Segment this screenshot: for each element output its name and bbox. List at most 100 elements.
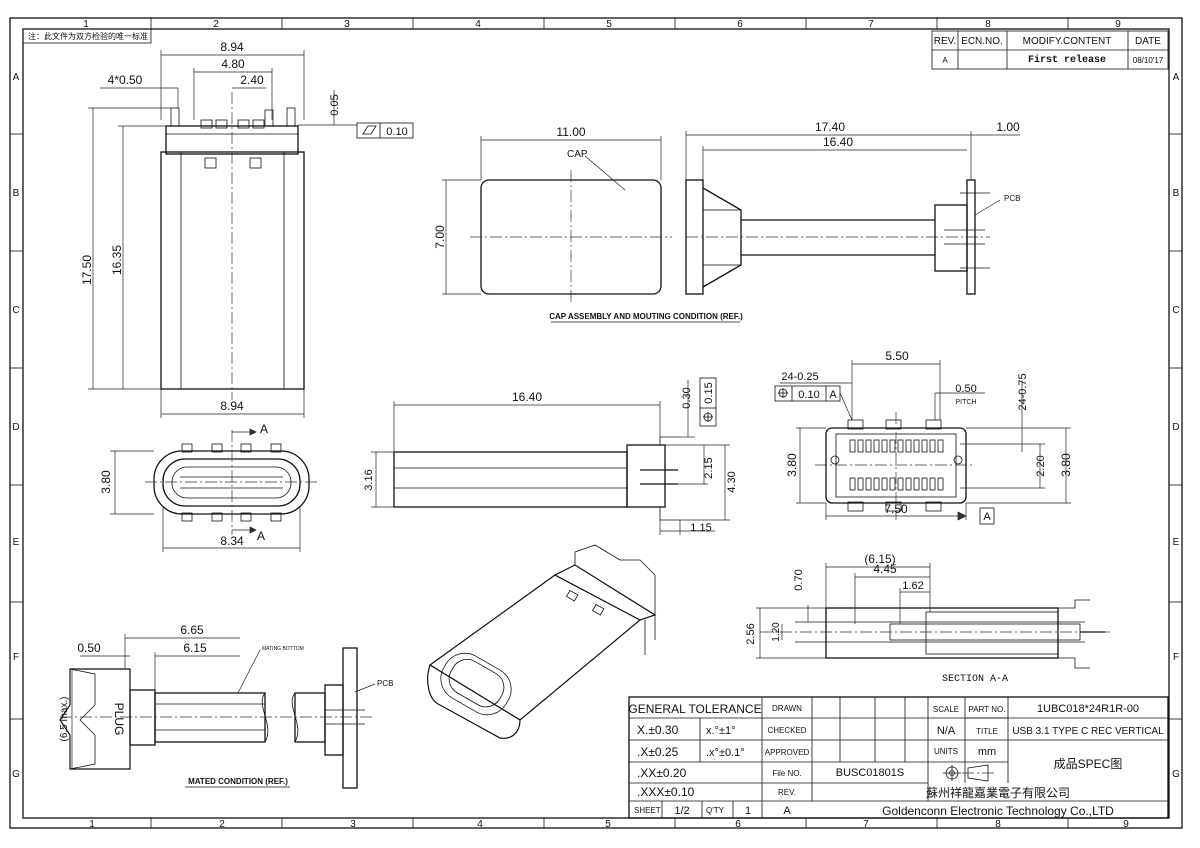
zone-top-5: 5 [606, 19, 612, 30]
dim-0-70: 0.70 [793, 569, 805, 590]
rev-header-date: DATE [1135, 36, 1161, 47]
side-cap-view: 17.40 16.40 1.00 PCB [685, 120, 1020, 295]
dim-4-80: 4.80 [221, 57, 245, 71]
sheet-value: 1/2 [674, 805, 689, 817]
scale-value: N/A [937, 725, 956, 737]
zone-left-A: A [13, 72, 20, 83]
datum-a-box: A [983, 511, 991, 523]
section-marker-top: A [260, 422, 268, 436]
rev-header-modify: MODIFY.CONTENT [1023, 36, 1112, 47]
zone-right-E: E [1173, 537, 1180, 548]
cap-assembly-caption: CAP ASSEMBLY AND MOUTING CONDITION (REF.… [549, 312, 743, 321]
rev-row-rev: A [942, 56, 948, 65]
section-a-a: (6.15) 4.45 1.62 0.70 2.56 1.20 SECTION … [745, 552, 1110, 685]
zone-right-F: F [1173, 652, 1179, 663]
section-marker-bottom: A [257, 529, 265, 543]
cap-view: 11.00 7.00 CAP CAP ASSEMBLY AND MOUTING … [433, 125, 743, 323]
zone-bottom-3: 3 [350, 819, 356, 830]
dim-3-80-left: 3.80 [785, 453, 799, 477]
zone-top-9: 9 [1115, 19, 1121, 30]
dim-6-5-max: (6.5 max.) [59, 696, 70, 741]
units-value: mm [978, 746, 996, 758]
footprint-view: 5.50 24-0.25 0.10 A 0.50 PITCH 24-0.75 3… [774, 349, 1073, 525]
sheet-border [9, 17, 1183, 829]
contact-row-bottom [849, 477, 944, 491]
pitch-label: PITCH [956, 399, 977, 406]
pcb-label-mated: PCB [377, 679, 393, 688]
dim-24-0-75: 24-0.75 [1017, 373, 1029, 410]
rev-label: REV. [778, 788, 796, 797]
checked-label: CHECKED [767, 726, 806, 735]
dim-0-05: 0.05 [329, 94, 341, 115]
dim-2-20: 2.20 [1035, 455, 1047, 476]
dim-2-40: 2.40 [240, 73, 264, 87]
zone-bottom-9: 9 [1123, 819, 1129, 830]
zone-top-3: 3 [344, 19, 350, 30]
dim-4-30: 4.30 [726, 471, 738, 492]
projection-symbol-icon [943, 764, 995, 782]
tol-x2: .XX±0.20 [637, 766, 687, 780]
dim-1-00: 1.00 [996, 120, 1020, 134]
position-tolerance: 0.10 [798, 389, 819, 401]
zone-top-2: 2 [213, 19, 219, 30]
dim-3-16: 3.16 [363, 469, 375, 490]
general-tolerance: GENERAL TOLERANCE [628, 702, 761, 716]
zone-right-B: B [1173, 188, 1180, 199]
units-label: UNITS [934, 747, 958, 756]
title-value: USB 3.1 TYPE C REC VERTICAL [1012, 726, 1164, 737]
zone-bottom-6: 6 [735, 819, 741, 830]
rev-header-rev: REV. [934, 36, 956, 47]
plug-label: PLUG [112, 703, 126, 736]
file-no-value: BUSC01801S [836, 767, 905, 779]
dim-5-50: 5.50 [885, 349, 909, 363]
angle-tol-2: .x°±0.1° [706, 747, 745, 759]
dim-width-top: 8.94 [220, 40, 244, 54]
zone-right-G: G [1172, 769, 1180, 780]
zone-right-A: A [1173, 72, 1180, 83]
pcb-label-cap: PCB [1004, 194, 1020, 203]
zone-left-C: C [12, 305, 19, 316]
company-name-en: Goldenconn Electronic Technology Co.,LTD [882, 804, 1114, 818]
dim-6-65: 6.65 [180, 623, 204, 637]
dim-16-40-side: 16.40 [512, 390, 542, 404]
angle-tol-1: x.°±1° [706, 725, 736, 737]
dim-width-bottom: 8.94 [220, 399, 244, 413]
rev-row-date: 08/10'17 [1133, 56, 1164, 65]
company-name-cn: 蘇州祥龍嘉業電子有限公司 [926, 785, 1070, 800]
tol-x1: .X±0.25 [637, 745, 679, 759]
dim-6-15-paren: (6.15) [864, 552, 895, 566]
contact-row-top [849, 439, 944, 453]
note-text: 注：此文件为双方检验的唯一标准 [28, 31, 148, 41]
part-no-label: PART NO. [969, 705, 1006, 714]
approved-label: APPROVED [765, 748, 810, 757]
flatness-value: 0.10 [386, 126, 407, 138]
zone-bottom-2: 2 [219, 819, 225, 830]
zone-top-1: 1 [83, 19, 89, 30]
zone-right-D: D [1172, 422, 1179, 433]
cap-label: CAP [567, 149, 588, 160]
dim-4x0-50: 4*0.50 [108, 73, 143, 87]
dim-3-80-right: 3.80 [1059, 453, 1073, 477]
dim-16-35: 16.35 [110, 245, 124, 275]
zone-bottom-4: 4 [477, 819, 483, 830]
scale-label: SCALE [933, 705, 959, 714]
dim-7-00: 7.00 [433, 225, 447, 249]
dim-8-34: 8.34 [220, 534, 244, 548]
dim-3-80-bottom: 3.80 [99, 470, 113, 494]
zone-top-4: 4 [475, 19, 481, 30]
rev-row-content: First release [1028, 54, 1106, 66]
standard-note: 注：此文件为双方检验的唯一标准 [22, 28, 152, 44]
dim-17-40: 17.40 [815, 120, 845, 134]
qty-value: 1 [745, 805, 751, 817]
zone-left-G: G [12, 769, 20, 780]
dim-17-50: 17.50 [80, 255, 94, 285]
zone-labels: 1 2 3 4 5 6 7 8 9 1 2 3 4 5 6 7 8 9 A B … [12, 19, 1180, 830]
revision-table: REV. ECN.NO. MODIFY.CONTENT DATE A First… [931, 30, 1169, 70]
dim-2-56: 2.56 [745, 623, 757, 644]
zone-bottom-7: 7 [863, 819, 869, 830]
zone-top-6: 6 [737, 19, 743, 30]
mated-view: PLUG 0.50 6.65 6.15 (6.5 max.) MATING BO… [59, 623, 393, 789]
zone-left-F: F [13, 652, 19, 663]
zone-bottom-8: 8 [995, 819, 1001, 830]
